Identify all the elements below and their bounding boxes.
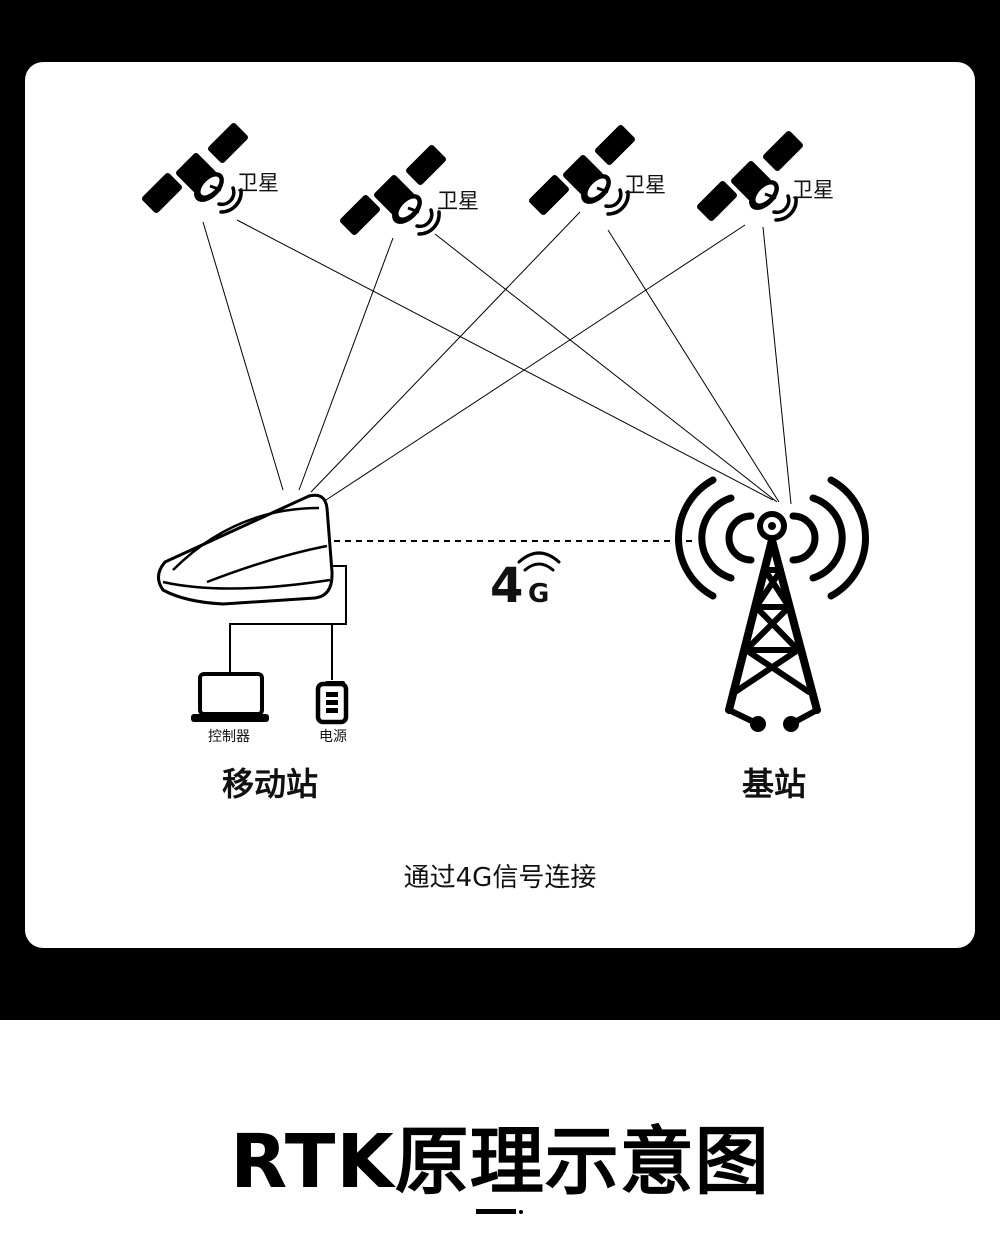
satellite-icon	[528, 124, 636, 216]
satellite-label: 卫星	[792, 178, 834, 202]
rover-antenna-icon	[158, 495, 332, 604]
controller-label: 控制器	[208, 729, 250, 745]
satellite-icon	[339, 144, 447, 236]
satellite-label: 卫星	[437, 189, 479, 213]
base-station-label: 基站	[742, 765, 806, 803]
4g-badge-letter: G	[528, 579, 549, 609]
4g-signal-icon: 4 G	[490, 553, 559, 614]
diagram-card: 卫星 卫星 卫星 卫星 控制器 电源	[25, 62, 975, 948]
rover-label: 移动站	[222, 765, 318, 803]
laptop-icon	[191, 674, 269, 722]
4g-badge-number: 4	[490, 558, 523, 614]
title-underline-dash	[476, 1209, 516, 1214]
satellite-icon	[696, 130, 804, 222]
rtk-diagram: 卫星 卫星 卫星 卫星 控制器 电源	[25, 62, 975, 948]
title-underline-dot	[519, 1210, 523, 1214]
satellite-icon	[141, 122, 249, 214]
page-title: RTK原理示意图	[0, 1102, 1000, 1209]
satellite-label: 卫星	[237, 171, 279, 195]
base-station-tower-icon	[678, 480, 865, 732]
diagram-caption: 通过4G信号连接	[404, 863, 597, 893]
power-label: 电源	[319, 729, 347, 745]
signal-lines	[203, 212, 791, 504]
satellite-label: 卫星	[624, 173, 666, 197]
battery-icon	[318, 681, 346, 722]
